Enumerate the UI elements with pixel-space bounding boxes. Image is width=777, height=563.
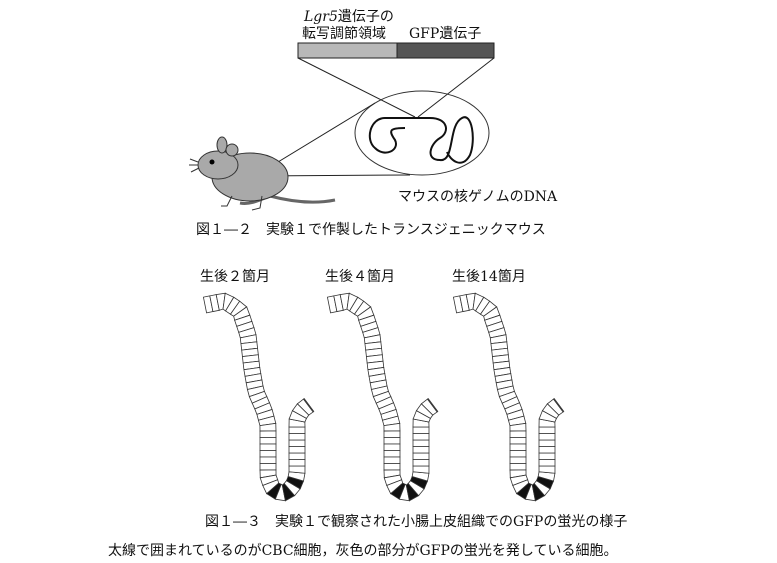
epithelial-cell <box>288 433 306 441</box>
epithelial-cell <box>412 459 430 467</box>
epithelial-cell <box>302 398 315 413</box>
epithelial-cell <box>288 452 306 460</box>
epithelial-cell <box>412 439 430 447</box>
epithelial-cell <box>259 430 277 438</box>
epithelial-cell <box>538 446 556 454</box>
epithelial-cell <box>383 463 401 471</box>
epithelial-cell <box>288 439 306 447</box>
epithelial-cell <box>412 426 430 434</box>
panel-label-14-months: 生後14箇月 <box>452 269 526 285</box>
gene-label: Lgr5遺伝子の <box>304 9 394 25</box>
epithelial-cell <box>383 450 401 458</box>
epithelial-cell <box>538 452 556 460</box>
epithelial-cell <box>259 463 277 471</box>
epithelial-cell <box>509 450 527 458</box>
figure-1-2-caption: 図１―２ 実験１で作製したトランスジェニックマウス <box>196 222 546 238</box>
epithelial-cell <box>383 456 401 464</box>
epithelial-cell <box>509 443 527 451</box>
gfp-gene-bar <box>396 42 495 59</box>
epithelial-cell <box>412 465 430 474</box>
epithelial-cell <box>538 459 556 467</box>
epithelial-cell <box>259 450 277 458</box>
epithelial-cell <box>412 446 430 454</box>
figure-1-3-caption: 図１―３ 実験１で観察された小腸上皮組織でのGFPの蛍光の様子 <box>205 514 628 530</box>
panel-label-2-months: 生後２箇月 <box>200 269 270 285</box>
zoom-line-right <box>417 57 495 118</box>
epithelial-cell <box>509 437 527 445</box>
epithelial-cell <box>288 465 306 474</box>
epithelial-cell <box>259 443 277 451</box>
epithelial-cell <box>552 398 565 413</box>
epithelial-cell <box>383 430 401 438</box>
epithelial-cell <box>426 398 439 413</box>
crypt-diagrams <box>202 292 565 502</box>
nucleus-ellipse <box>354 90 490 176</box>
epithelial-cell <box>509 456 527 464</box>
epithelial-cell <box>509 463 527 471</box>
panel-label-4-months: 生後４箇月 <box>325 269 395 285</box>
epithelial-cell <box>288 459 306 467</box>
epithelial-cell <box>538 465 556 474</box>
dna-label: マウスの核ゲノムのDNA <box>398 189 558 205</box>
epithelial-cell <box>383 437 401 445</box>
epithelial-cell <box>538 426 556 434</box>
epithelial-cell <box>383 443 401 451</box>
mouse-illustration <box>189 136 336 211</box>
regulatory-region-label: 転写調節領域 <box>302 26 386 42</box>
epithelial-cell <box>538 439 556 447</box>
epithelial-cell <box>259 456 277 464</box>
dna-strand <box>368 116 474 164</box>
epithelial-cell <box>412 433 430 441</box>
epithelial-cell <box>509 430 527 438</box>
epithelial-cell <box>259 437 277 445</box>
epithelial-cell <box>288 426 306 434</box>
gfp-gene-label: GFP遺伝子 <box>409 26 482 42</box>
regulatory-region-bar <box>297 42 398 59</box>
zoom-line-left <box>297 57 416 118</box>
epithelial-cell <box>538 433 556 441</box>
epithelial-cell <box>288 446 306 454</box>
epithelial-cell <box>412 452 430 460</box>
figure-1-3-note: 太線で囲まれているのがCBC細胞，灰色の部分がGFPの蛍光を発している細胞。 <box>108 543 618 559</box>
